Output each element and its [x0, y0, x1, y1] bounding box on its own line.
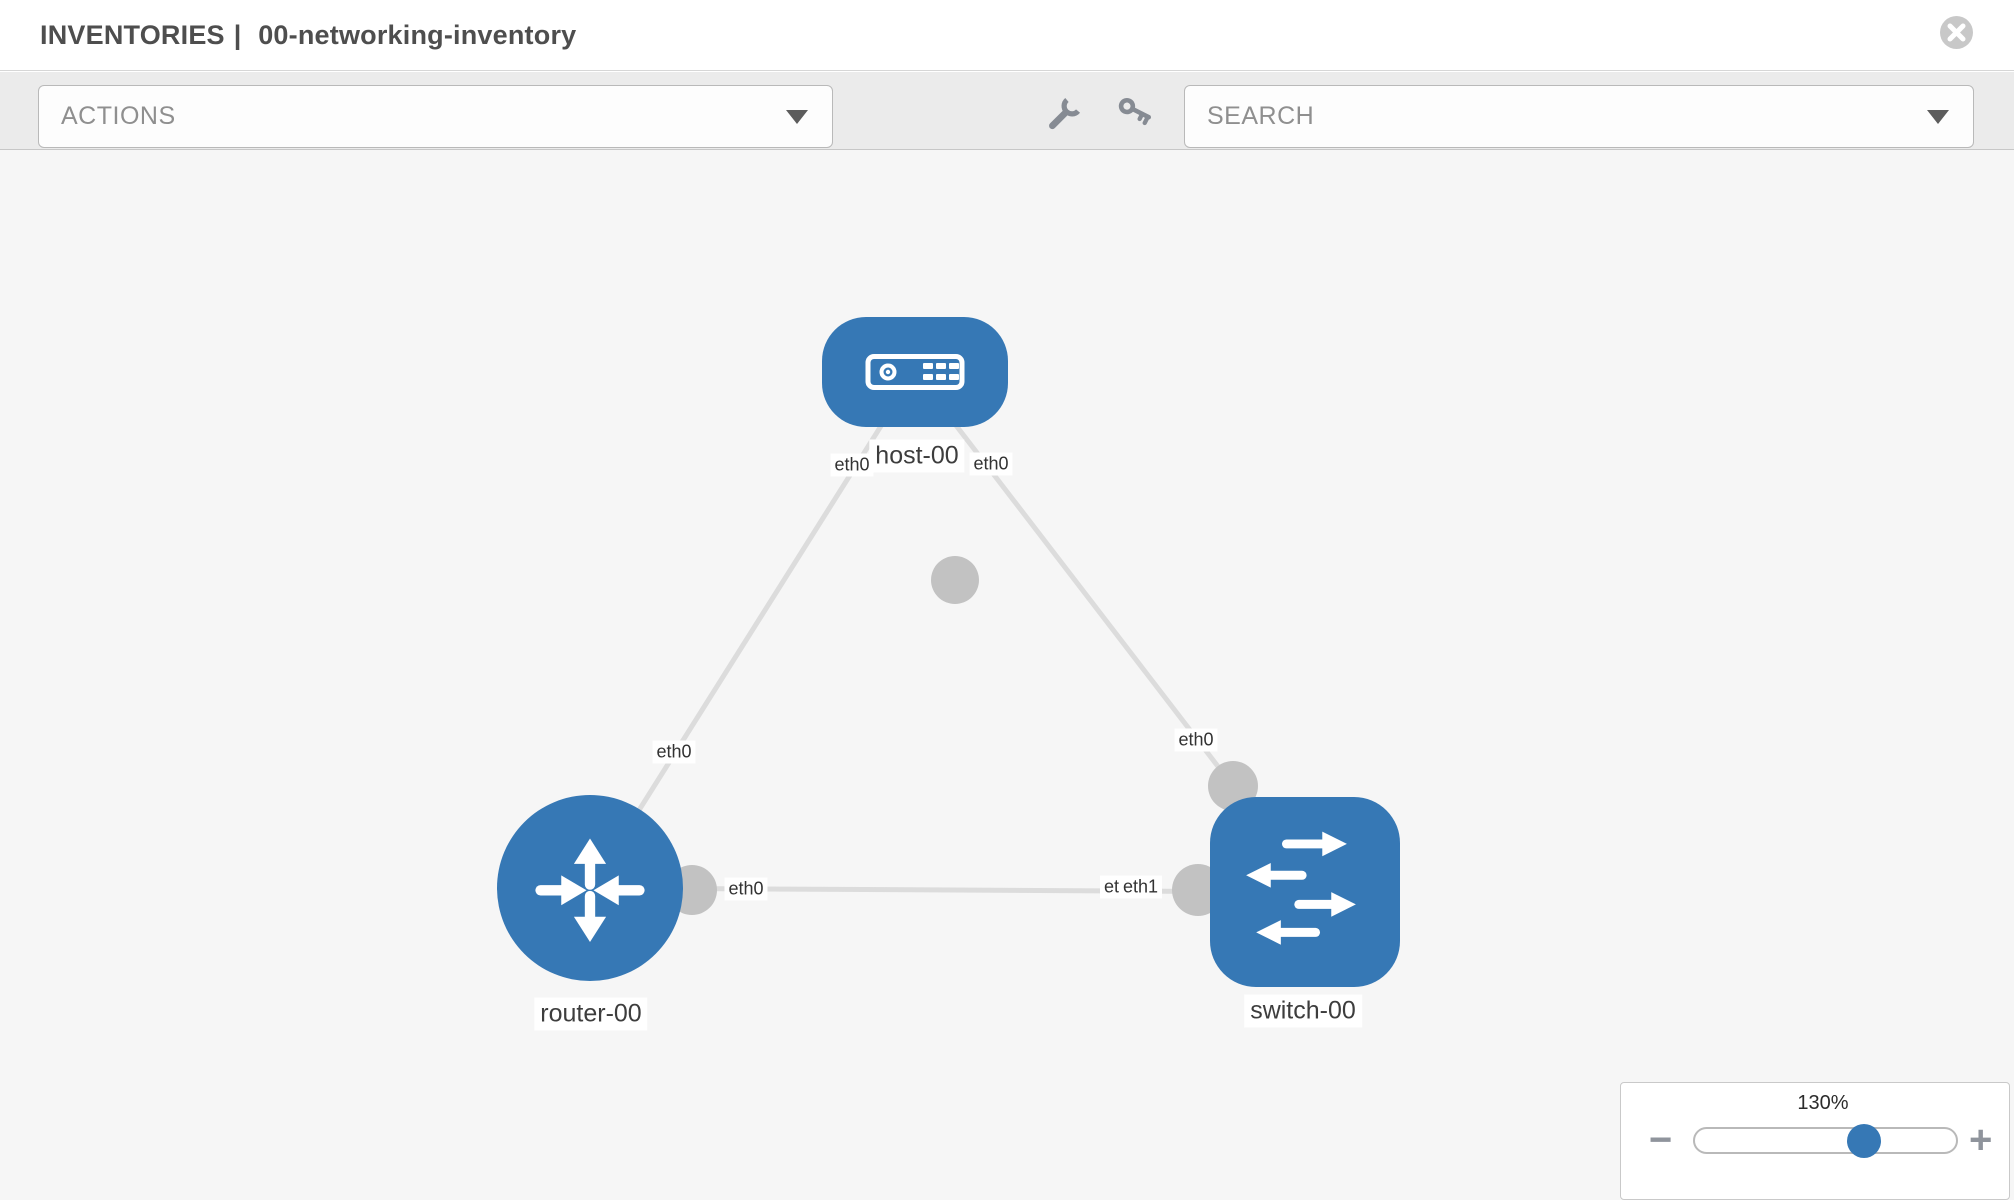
interface-dot-host — [931, 556, 979, 604]
page-title: INVENTORIES | 00-networking-inventory — [40, 20, 576, 51]
node-switch-00[interactable] — [1210, 797, 1400, 987]
node-router-00[interactable] — [497, 795, 683, 981]
zoom-slider-thumb[interactable] — [1847, 1124, 1881, 1158]
node-host-00[interactable] — [822, 317, 1008, 427]
toolbar: ACTIONS SEARCH — [0, 72, 2014, 150]
inventory-name: 00-networking-inventory — [258, 19, 577, 50]
node-label-host: host-00 — [869, 439, 965, 473]
interface-label: eth0 — [1174, 728, 1218, 752]
interface-label: eth0 — [830, 453, 874, 477]
host-icon — [865, 354, 965, 390]
actions-dropdown-label: ACTIONS — [61, 102, 176, 130]
zoom-slider-track[interactable] — [1693, 1127, 1958, 1154]
search-dropdown-label: SEARCH — [1207, 102, 1315, 130]
interface-label: eth0 — [724, 877, 768, 901]
switch-icon — [1246, 831, 1356, 945]
interface-label: eth1 — [1119, 875, 1163, 899]
wrench-icon — [1049, 97, 1081, 130]
chevron-down-icon — [786, 109, 808, 124]
close-icon — [1940, 16, 1973, 49]
node-label-router: router-00 — [534, 997, 648, 1031]
zoom-out-button[interactable]: − — [1649, 1118, 1673, 1162]
configure-button[interactable] — [1047, 93, 1085, 131]
credentials-button[interactable] — [1116, 93, 1154, 131]
app-header: INVENTORIES | 00-networking-inventory — [0, 0, 2014, 71]
router-icon — [535, 838, 645, 943]
zoom-panel: 130% − + — [1620, 1082, 2010, 1200]
title-prefix: INVENTORIES — [40, 19, 225, 50]
topology-canvas[interactable]: eth0 eth0 eth0 eth0 eth0 eth0 eth1 host-… — [0, 150, 2014, 1200]
title-separator: | — [233, 19, 242, 50]
key-icon — [1118, 97, 1151, 126]
zoom-level: 130% — [1797, 1092, 1849, 1114]
node-label-switch: switch-00 — [1244, 994, 1362, 1028]
close-button[interactable] — [1939, 15, 1974, 50]
interface-label: eth0 — [969, 452, 1013, 476]
chevron-down-icon — [1927, 109, 1949, 124]
search-dropdown[interactable]: SEARCH — [1184, 85, 1974, 148]
interface-label: eth0 — [652, 740, 696, 764]
actions-dropdown[interactable]: ACTIONS — [38, 85, 833, 148]
zoom-in-button[interactable]: + — [1969, 1118, 1993, 1162]
